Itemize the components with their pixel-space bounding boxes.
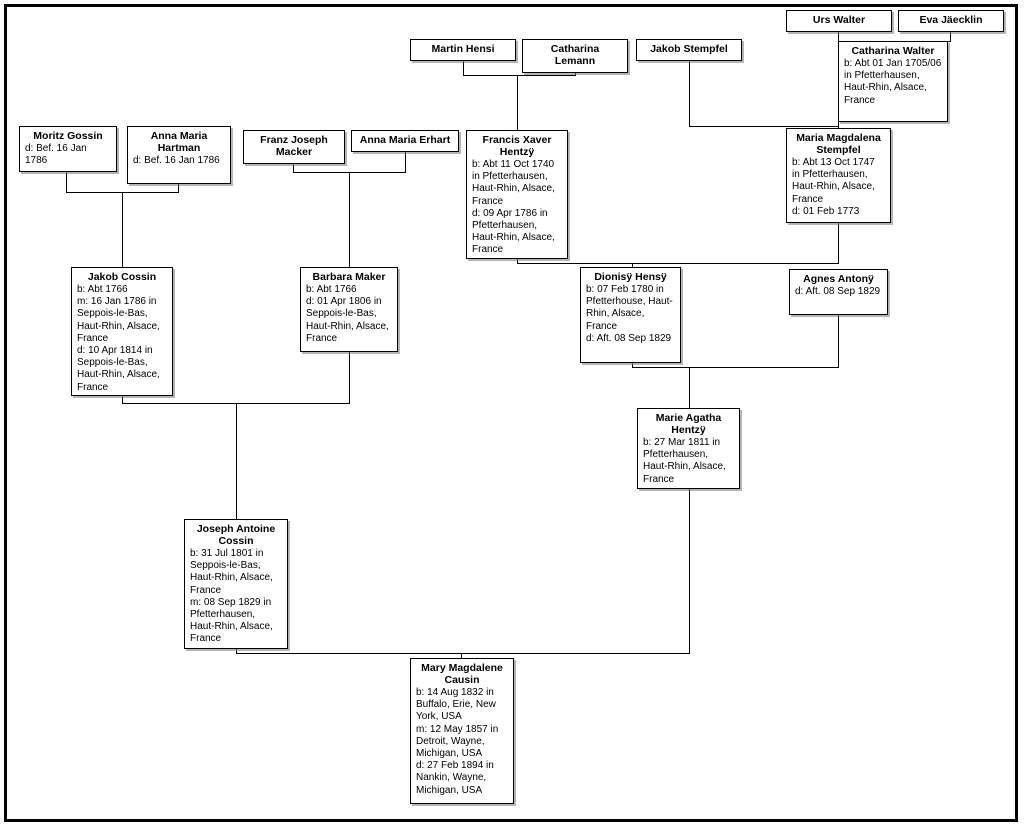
connector-to-francis-xaver <box>517 75 518 130</box>
connector-hensi-couple-bar <box>463 75 576 76</box>
connector-eva-jaecklin-down <box>950 32 951 42</box>
connector-francis-xaver-down <box>517 259 518 264</box>
connector-catharina-lemann-down <box>575 73 576 76</box>
connector-to-barbara-maker <box>349 172 350 267</box>
person-name: Catharina Walter <box>851 45 935 57</box>
person-fact-birth: b: Abt 11 Oct 1740 in Pfetterhausen, Hau… <box>472 159 555 207</box>
person-name: Mary Magdalene Causin <box>421 662 503 686</box>
person-box-anna-maria-hartman[interactable]: Anna Maria Hartman d: Bef. 16 Jan 1786 <box>127 126 231 184</box>
person-name: Agnes Antonÿ <box>803 273 874 285</box>
person-name: Urs Walter <box>812 14 866 26</box>
person-name: Jakob Cossin <box>87 271 157 283</box>
person-fact-birth: b: Abt 13 Oct 1747 in Pfetterhausen, Hau… <box>792 157 875 205</box>
person-name: Barbara Maker <box>312 271 386 283</box>
person-fact-birth: b: 07 Feb 1780 in Pfetterhouse, Haut-Rhi… <box>586 284 673 332</box>
connector-hensy-couple-bar <box>632 367 839 368</box>
person-name: Francis Xaver Hentzÿ <box>482 134 552 158</box>
person-box-urs-walter[interactable]: Urs Walter <box>786 10 892 32</box>
person-fact-marriage: m: 12 May 1857 in Detroit, Wayne, Michig… <box>416 723 499 760</box>
connector-moritz-gossin-down <box>66 172 67 193</box>
person-box-eva-jaecklin[interactable]: Eva Jäecklin <box>898 10 1004 32</box>
person-box-barbara-maker[interactable]: Barbara Maker b: Abt 1766 d: 01 Apr 1806… <box>300 267 398 352</box>
person-name: Dionisÿ Hensÿ <box>594 271 667 283</box>
person-fact-death: d: 10 Apr 1814 in Seppois-le-Bas, Haut-R… <box>77 345 160 393</box>
person-fact-death: d: 09 Apr 1786 in Pfetterhausen, Haut-Rh… <box>472 207 555 256</box>
person-name: Catharina Lemann <box>550 43 600 67</box>
person-fact-death: d: Bef. 16 Jan 1786 <box>25 143 87 167</box>
person-name: Franz Joseph Macker <box>260 134 328 158</box>
person-fact-death: d: Aft. 08 Sep 1829 <box>795 286 881 297</box>
connector-jakob-cossin-down <box>122 396 123 404</box>
person-box-dionisy-hensy[interactable]: Dionisÿ Hensÿ b: 07 Feb 1780 in Pfetterh… <box>580 267 681 363</box>
person-box-marie-agatha-hentzy[interactable]: Marie Agatha Hentzÿ b: 27 Mar 1811 in Pf… <box>637 408 740 489</box>
person-box-mary-magdalene-causin[interactable]: Mary Magdalene Causin b: 14 Aug 1832 in … <box>410 658 514 804</box>
connector-martin-hensi-down <box>463 61 464 76</box>
person-name: Martin Hensi <box>431 43 495 55</box>
person-fact-death: d: 01 Feb 1773 <box>792 205 860 217</box>
person-fact-marriage: m: 16 Jan 1786 in Seppois-le-Bas, Haut-R… <box>77 296 160 344</box>
person-box-maria-magdalena-stempfel[interactable]: Maria Magdalena Stempfel b: Abt 13 Oct 1… <box>786 128 891 223</box>
connector-jakob-stempfel-down <box>689 61 690 127</box>
connector-anna-erhart-down <box>405 152 406 173</box>
person-fact-birth: b: 31 Jul 1801 in Seppois-le-Bas, Haut-R… <box>190 548 273 596</box>
person-fact-birth: b: Abt 1766 <box>306 284 357 295</box>
connector-to-dionisy-hensy <box>632 263 633 267</box>
person-box-franz-joseph-macker[interactable]: Franz Joseph Macker <box>243 130 345 164</box>
connector-urs-walter-down <box>838 32 839 42</box>
connector-stempfel-couple-bar <box>689 126 839 127</box>
connector-anna-maria-hartman-down <box>178 184 179 193</box>
person-name: Anna Maria Erhart <box>359 134 451 146</box>
person-name: Moritz Gossin <box>33 130 103 142</box>
person-box-francis-xaver-hentzy[interactable]: Francis Xaver Hentzÿ b: Abt 11 Oct 1740 … <box>466 130 568 259</box>
person-fact-birth: b: Abt 1766 <box>77 284 128 295</box>
person-name: Jakob Stempfel <box>650 43 728 55</box>
connector-catharina-walter-down <box>838 122 839 128</box>
connector-to-marie-agatha <box>689 367 690 408</box>
connector-joseph-antoine-down <box>236 649 237 654</box>
person-name: Marie Agatha Hentzÿ <box>655 412 722 436</box>
chart-border <box>4 4 1018 822</box>
connector-causin-couple-bar <box>236 653 690 654</box>
person-box-catharina-lemann[interactable]: Catharina Lemann <box>522 39 628 73</box>
person-box-jakob-cossin[interactable]: Jakob Cossin b: Abt 1766 m: 16 Jan 1786 … <box>71 267 173 396</box>
person-fact-birth: b: Abt 01 Jan 1705/06 in Pfetterhausen, … <box>844 58 942 106</box>
person-box-jakob-stempfel[interactable]: Jakob Stempfel <box>636 39 742 61</box>
person-name: Maria Magdalena Stempfel <box>796 132 881 156</box>
person-fact-death: d: Bef. 16 Jan 1786 <box>133 155 220 166</box>
person-fact-death: d: 01 Apr 1806 in Seppois-le-Bas, Haut-R… <box>306 296 389 344</box>
connector-franz-macker-down <box>293 164 294 173</box>
person-name: Joseph Antoine Cossin <box>196 523 276 547</box>
person-name: Eva Jäecklin <box>919 14 983 26</box>
person-box-anna-maria-erhart[interactable]: Anna Maria Erhart <box>351 130 459 152</box>
person-fact-death: d: Aft. 08 Sep 1829 <box>586 332 672 344</box>
person-box-joseph-antoine-cossin[interactable]: Joseph Antoine Cossin b: 31 Jul 1801 in … <box>184 519 288 649</box>
connector-maria-stempfel-down <box>838 223 839 264</box>
connector-to-joseph-antoine <box>236 403 237 519</box>
connector-dionisy-hensy-down <box>632 363 633 368</box>
person-fact-birth: b: 27 Mar 1811 in Pfetterhausen, Haut-Rh… <box>643 437 726 485</box>
connector-hentzy-couple-bar <box>517 263 839 264</box>
connector-barbara-maker-down <box>349 352 350 404</box>
person-fact-marriage: m: 08 Sep 1829 in Pfetterhausen, Haut-Rh… <box>190 596 273 645</box>
person-fact-birth: b: 14 Aug 1832 in Buffalo, Erie, New Yor… <box>416 687 496 723</box>
person-box-martin-hensi[interactable]: Martin Hensi <box>410 39 516 61</box>
connector-marie-agatha-down <box>689 489 690 654</box>
person-box-moritz-gossin[interactable]: Moritz Gossin d: Bef. 16 Jan 1786 <box>19 126 117 172</box>
person-name: Anna Maria Hartman <box>150 130 208 154</box>
person-box-agnes-antony[interactable]: Agnes Antonÿ d: Aft. 08 Sep 1829 <box>789 269 888 315</box>
connector-agnes-antony-down <box>838 315 839 368</box>
connector-to-jakob-cossin <box>122 192 123 267</box>
person-fact-death: d: 27 Feb 1894 in Nankin, Wayne, Michiga… <box>416 760 494 796</box>
connector-to-mary-magdalene <box>461 653 462 658</box>
person-box-catharina-walter[interactable]: Catharina Walter b: Abt 01 Jan 1705/06 i… <box>838 41 948 122</box>
